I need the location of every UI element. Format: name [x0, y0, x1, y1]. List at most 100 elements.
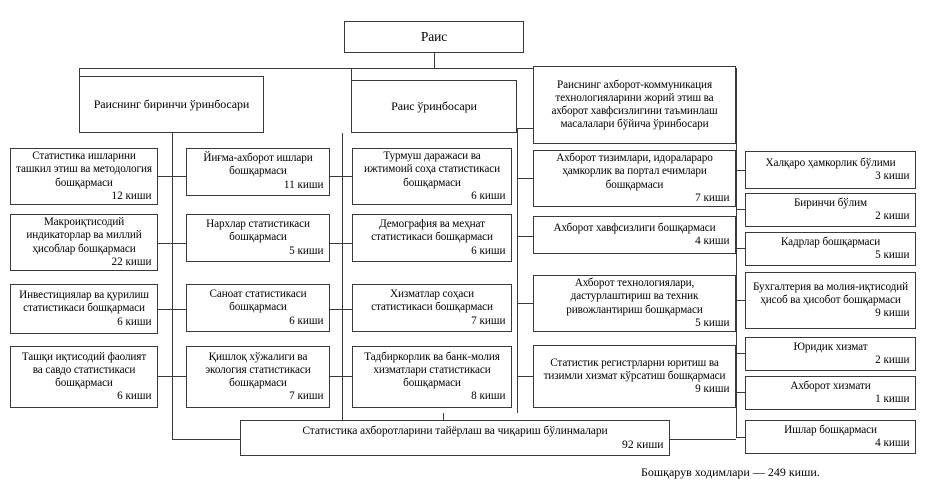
connector-it-branch-3 — [517, 303, 533, 304]
node-second-deputy[interactable]: Раис ўринбосари — [351, 80, 517, 133]
connector-right-column-trunk-top — [736, 68, 737, 160]
node-chairman-label: Раис — [420, 29, 448, 44]
node-c3-1-count: 6 киши — [471, 244, 506, 257]
node-c5-6-count: 4 киши — [875, 437, 910, 449]
node-second-deputy-label: Раис ўринбосари — [391, 99, 477, 114]
connector-c2-right-1 — [330, 176, 342, 177]
connector-c1-branch-2 — [172, 243, 186, 244]
node-c4-0[interactable]: Ахборот тизимлари, идоралараро ҳамкорлик… — [533, 150, 736, 207]
node-chairman[interactable]: Раис — [344, 21, 524, 53]
node-c5-6-label: Ишлар бошқармаси — [784, 423, 877, 436]
node-c5-4-count: 2 киши — [875, 354, 910, 366]
node-c4-3-label: Статистик регистрларни юритиш ва тизимли… — [543, 356, 726, 382]
node-c5-1[interactable]: Биринчи бўлим 2 киши — [745, 193, 916, 227]
node-c1-0-label: Статистика ишларини ташкил этиш ва метод… — [16, 150, 152, 189]
connector-c1-branch-3 — [172, 309, 186, 310]
node-c5-3-count: 9 киши — [875, 307, 910, 320]
node-it-deputy[interactable]: Раиснинг ахборот-коммуникация технология… — [533, 66, 736, 144]
node-c1-0[interactable]: Статистика ишларини ташкил этиш ва метод… — [10, 148, 158, 205]
node-c4-1[interactable]: Ахборот хавфсизлиги бошқармаси 4 киши — [533, 216, 736, 254]
node-c1-3-count: 6 киши — [117, 390, 152, 403]
node-c5-0[interactable]: Халқаро ҳамкорлик бўлими 3 киши — [745, 151, 916, 189]
node-c3-2-label: Хизматлар соҳаси статистикаси бошқармаси — [371, 288, 493, 314]
node-c2-2-count: 6 киши — [289, 314, 324, 327]
node-c5-2-label: Кадрлар бошқармаси — [780, 235, 881, 248]
connector-bus-to-second-deputy — [351, 68, 352, 80]
connector-c5-branch-6 — [736, 392, 745, 393]
connector-it-branch-4 — [517, 376, 533, 377]
node-c2-1[interactable]: Нархлар статистикаси бошқармаси 5 киши — [186, 214, 330, 262]
node-c1-0-count: 12 киши — [111, 189, 152, 202]
connector-c1-left-3 — [158, 309, 172, 310]
node-bottom-units-count: 92 киши — [622, 438, 664, 451]
node-c4-1-label: Ахборот хавфсизлиги бошқармаси — [553, 221, 716, 234]
total-staff-note: Бошқарув ходимлари — 249 киши. — [641, 465, 820, 479]
node-c3-3-count: 8 киши — [471, 390, 506, 403]
node-c1-2-label: Инвестициялар ва қурилиш статистикаси бо… — [19, 289, 149, 315]
node-c1-1[interactable]: Макроиқтисодий индикаторлар ва миллий ҳи… — [10, 214, 158, 271]
node-first-deputy-label: Раиснинг биринчи ўринбосари — [93, 97, 250, 112]
node-c1-3[interactable]: Ташқи иқтисодий фаолият ва савдо статист… — [10, 346, 158, 408]
connector-column1-trunk — [172, 133, 173, 439]
node-c5-5-count: 1 киши — [875, 393, 910, 405]
node-c4-3[interactable]: Статистик регистрларни юритиш ва тизимли… — [533, 345, 736, 408]
node-c2-2[interactable]: Саноат статистикаси бошқармаси 6 киши — [186, 284, 330, 332]
node-c5-0-count: 3 киши — [875, 170, 910, 182]
node-c1-2-count: 6 киши — [117, 315, 152, 328]
connector-c5-branch-1 — [736, 170, 745, 171]
node-c1-1-label: Макроиқтисодий индикаторлар ва миллий ҳи… — [26, 216, 142, 255]
connector-c2-right-3 — [330, 309, 342, 310]
node-it-deputy-label: Раиснинг ахборот-коммуникация технология… — [551, 79, 718, 130]
node-c5-5[interactable]: Ахборот хизмати 1 киши — [745, 376, 916, 410]
node-c2-2-label: Саноат статистикаси бошқармаси — [209, 288, 307, 314]
node-c3-0[interactable]: Турмуш даражаси ва ижтимоий соҳа статист… — [352, 148, 512, 205]
node-c4-1-count: 4 киши — [695, 235, 730, 247]
node-c5-3-label: Бухгалтерия ва молия-иқтисодий ҳисоб ва … — [752, 280, 908, 306]
node-c5-4[interactable]: Юридик хизмат 2 киши — [745, 337, 916, 371]
node-c5-6[interactable]: Ишлар бошқармаси 4 киши — [745, 420, 916, 454]
node-c5-1-count: 2 киши — [875, 210, 910, 222]
node-c4-2[interactable]: Ахборот технологиялари, дастурлаштириш в… — [533, 275, 736, 332]
node-c2-0[interactable]: Йиғма-ахборот ишлари бошқармаси 11 киши — [186, 148, 330, 196]
node-c3-1[interactable]: Демография ва меҳнат статистикаси бошқар… — [352, 214, 512, 262]
connector-c5-branch-4 — [736, 300, 745, 301]
connector-it-branch-2 — [517, 236, 533, 237]
node-bottom-units[interactable]: Статистика ахборотларини тайёрлаш ва чиқ… — [240, 420, 670, 456]
node-c5-2[interactable]: Кадрлар бошқармаси 5 киши — [745, 232, 916, 266]
connector-bottom-right-in — [670, 439, 736, 440]
node-c1-1-count: 22 киши — [111, 255, 152, 268]
node-c2-3[interactable]: Қишлоқ хўжалиги ва экология статистикаси… — [186, 346, 330, 408]
connector-c1-left-1 — [158, 176, 172, 177]
connector-c2-right-4 — [330, 376, 342, 377]
connector-c1-to-bottom — [172, 439, 240, 440]
node-c3-0-count: 6 киши — [471, 189, 506, 202]
connector-column3-trunk — [342, 133, 343, 439]
connector-c2-right-2 — [330, 243, 342, 244]
node-c4-0-label: Ахборот тизимлари, идоралараро ҳамкорлик… — [556, 152, 713, 191]
connector-it-deputy-in — [517, 128, 533, 129]
node-c5-1-label: Биринчи бўлим — [793, 196, 868, 209]
node-c2-1-label: Нархлар статистикаси бошқармаси — [206, 218, 310, 244]
connector-c5-branch-2 — [736, 209, 745, 210]
node-c4-2-label: Ахборот технологиялари, дастурлаштириш в… — [566, 277, 703, 316]
node-c5-2-count: 5 киши — [875, 249, 910, 261]
node-c3-2[interactable]: Хизматлар соҳаси статистикаси бошқармаси… — [352, 284, 512, 332]
connector-c3-branch-3 — [342, 309, 352, 310]
node-c2-0-count: 11 киши — [283, 178, 324, 191]
node-c5-4-label: Юридик хизмат — [793, 340, 868, 353]
node-c4-2-count: 5 киши — [695, 316, 730, 329]
node-c1-2[interactable]: Инвестициялар ва қурилиш статистикаси бо… — [10, 284, 158, 334]
connector-root-down — [434, 53, 435, 68]
node-c5-3[interactable]: Бухгалтерия ва молия-иқтисодий ҳисоб ва … — [745, 272, 916, 329]
connector-c3-branch-2 — [342, 243, 352, 244]
connector-c3-branch-1 — [342, 176, 352, 177]
node-c2-0-label: Йиғма-ахборот ишлари бошқармаси — [203, 152, 313, 178]
node-c3-3[interactable]: Тадбиркорлик ва банк-молия хизматлари ст… — [352, 346, 512, 408]
node-first-deputy[interactable]: Раиснинг биринчи ўринбосари — [79, 76, 264, 133]
connector-c5-branch-5 — [736, 353, 745, 354]
connector-it-branch-1 — [517, 178, 533, 179]
node-c4-0-count: 7 киши — [695, 191, 730, 204]
connector-c1-left-4 — [158, 376, 172, 377]
node-c2-3-label: Қишлоқ хўжалиги ва экология статистикаси… — [205, 350, 311, 389]
